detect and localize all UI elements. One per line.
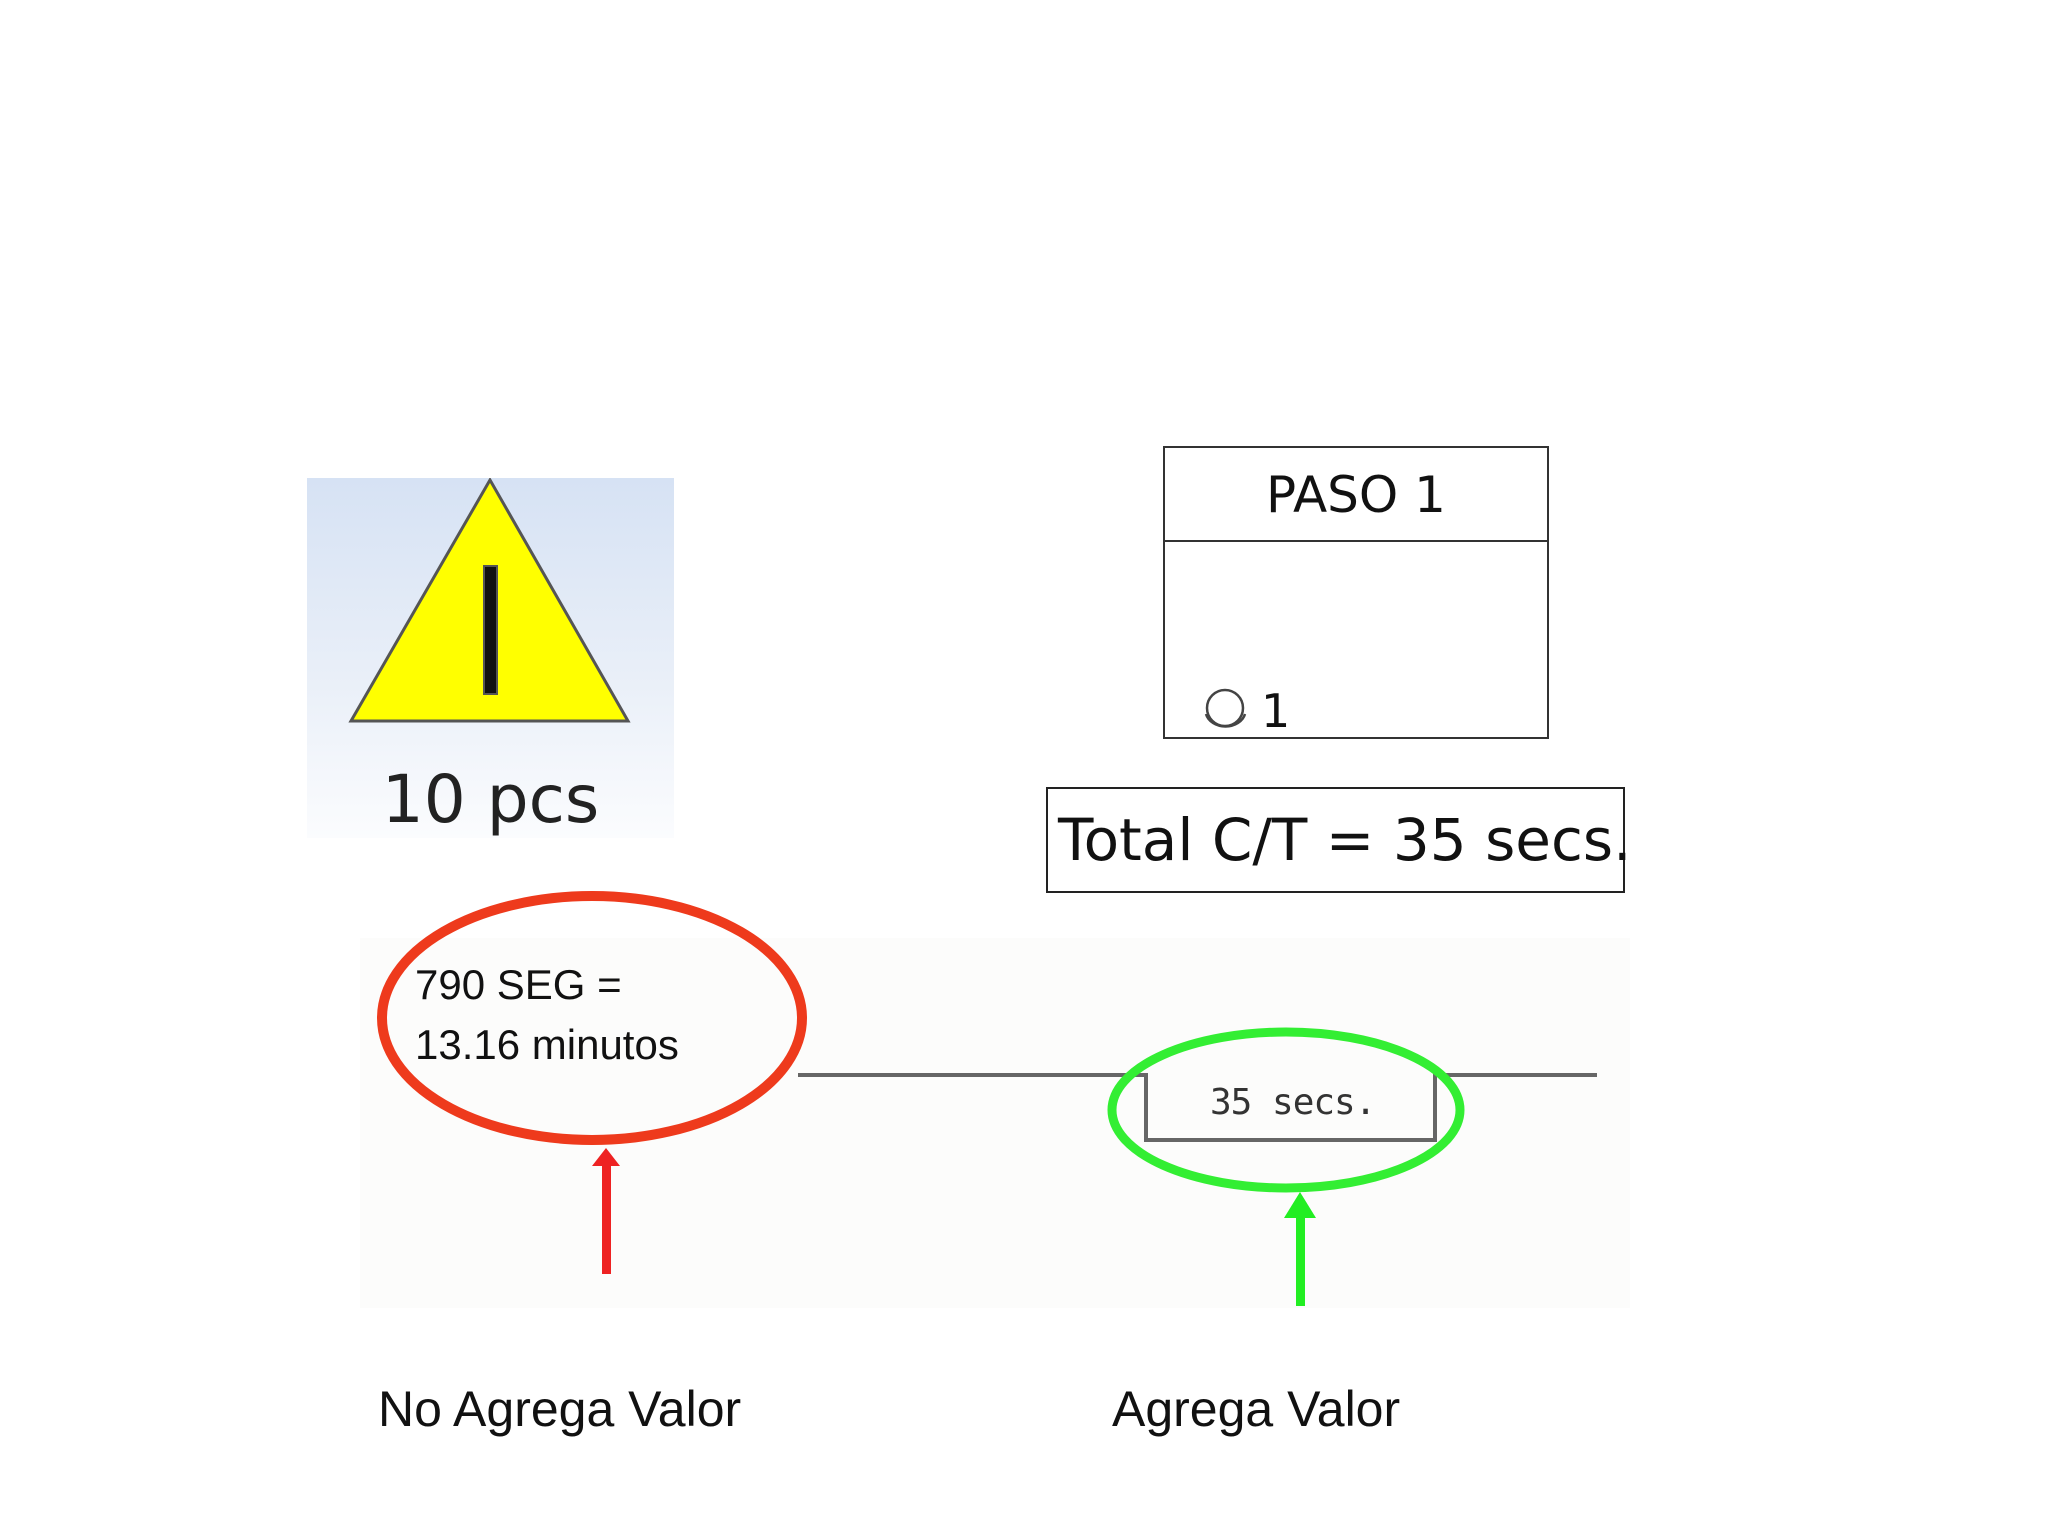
inventory-quantity: 10 pcs: [381, 761, 600, 838]
value-added-label: Agrega Valor: [1112, 1381, 1401, 1437]
inventory-triangle-icon: [348, 478, 631, 723]
non-value-added-label: No Agrega Valor: [378, 1381, 742, 1437]
non-value-added-time: 790 SEG = 13.16 minutos: [415, 955, 679, 1075]
non-value-added-minutes: 13.16 minutos: [415, 1021, 679, 1068]
value-added-time: 35 secs.: [1210, 1082, 1376, 1123]
cycle-time-box: Total C/T = 35 secs.: [1046, 787, 1632, 893]
non-value-added-highlight: [377, 891, 807, 1145]
timeline-strip: [360, 938, 1630, 1308]
operator-count: 1: [1261, 684, 1291, 738]
non-value-added-seconds: 790 SEG =: [415, 961, 622, 1008]
green-arrow-icon: [1284, 1192, 1316, 1306]
red-arrow-icon: [592, 1148, 620, 1274]
process-title: PASO 1: [1165, 448, 1547, 542]
timeline-line: [798, 1073, 1597, 1142]
operator-icon: [1204, 688, 1247, 728]
process-box: PASO 1 1: [1163, 446, 1549, 739]
value-added-highlight: [1107, 1027, 1465, 1193]
inventory-panel: 10 pcs: [307, 478, 674, 838]
